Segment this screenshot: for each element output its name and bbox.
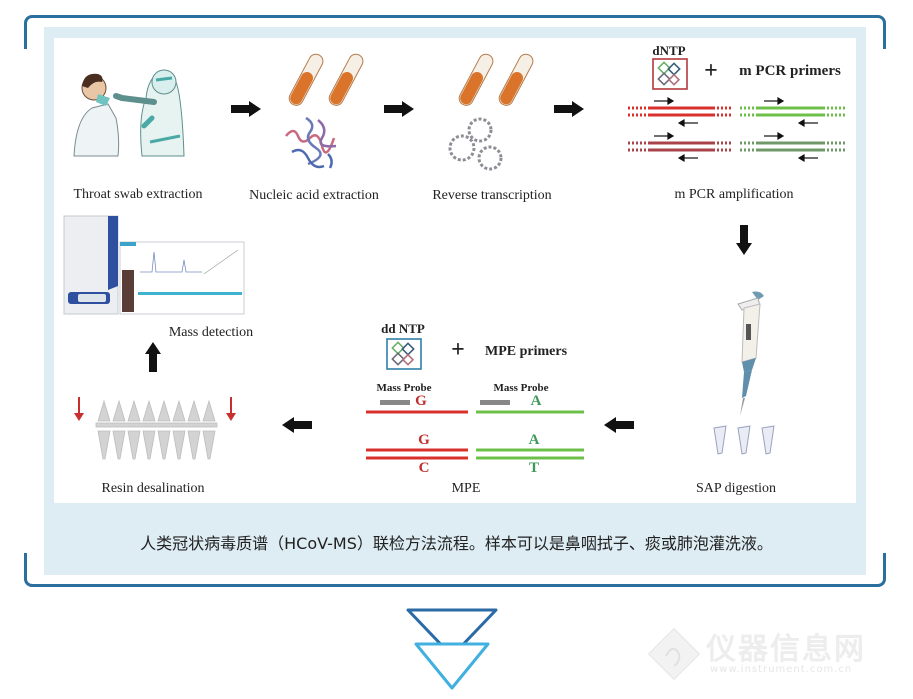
arrow-left-icon <box>282 417 312 433</box>
base-g: G <box>418 432 430 448</box>
double-chevron-down-icon <box>406 608 498 690</box>
pcr-tube-strip-illustration <box>74 397 236 460</box>
test-tubes-illustration <box>458 53 534 106</box>
mass-probe-label: Mass Probe <box>376 382 432 394</box>
step-label-mpe: MPE <box>451 481 481 496</box>
dntp-box-icon <box>652 58 688 90</box>
dntp-label: dNTP <box>652 43 686 58</box>
watermark: 仪器信息网 www.instrument.com.cn <box>646 620 872 682</box>
pipette-illustration <box>713 291 775 455</box>
step-label-nucleic-acid: Nucleic acid extraction <box>249 188 379 203</box>
arrow-up-icon <box>145 342 161 372</box>
plus-sign: + <box>451 337 465 363</box>
arrow-left-icon <box>604 417 634 433</box>
ddntp-label: dd NTP <box>381 321 425 336</box>
cdna-clusters-icon <box>448 117 503 171</box>
watermark-logo-icon <box>647 627 701 681</box>
plus-sign: + <box>704 58 718 84</box>
step-label-mpcr-amplification: m PCR amplification <box>674 187 794 202</box>
mpe-primers-label: MPE primers <box>484 344 568 359</box>
frame-bottom-bracket <box>24 553 886 587</box>
base-a-probe: A <box>530 393 542 409</box>
mpe-strands-diagram <box>366 400 584 460</box>
arrow-right-icon <box>554 101 584 117</box>
watermark-url: www.instrument.com.cn <box>710 664 853 675</box>
frame-top-bracket <box>24 15 886 49</box>
step-label-sap-digestion: SAP digestion <box>696 481 776 496</box>
step-label-reverse-transcription: Reverse transcription <box>432 188 552 203</box>
mpcr-primers-label: m PCR primers <box>739 63 841 79</box>
arrow-right-icon <box>384 101 414 117</box>
ddntp-box-icon <box>386 338 422 370</box>
mass-spectrometer-illustration <box>63 215 245 315</box>
step-label-mass-detection: Mass detection <box>168 325 254 340</box>
throat-swab-illustration <box>73 69 185 157</box>
base-a: A <box>528 432 540 448</box>
base-g-probe: G <box>415 393 427 409</box>
watermark-title: 仪器信息网 <box>706 632 866 667</box>
rna-strands-icon <box>285 116 337 169</box>
mass-probe-label: Mass Probe <box>493 382 549 394</box>
base-c: C <box>418 460 430 476</box>
figure-caption: 人类冠状病毒质谱（HCoV-MS）联检方法流程。样本可以是鼻咽拭子、痰或肺泡灌洗… <box>140 534 773 553</box>
arrow-right-icon <box>231 101 261 117</box>
base-t: T <box>528 460 540 476</box>
step-label-resin-desalination: Resin desalination <box>101 481 205 496</box>
test-tubes-illustration <box>288 53 364 106</box>
step-label-throat-swab: Throat swab extraction <box>73 187 203 202</box>
mpcr-strands-diagram <box>628 96 846 163</box>
arrow-down-icon <box>736 225 752 255</box>
